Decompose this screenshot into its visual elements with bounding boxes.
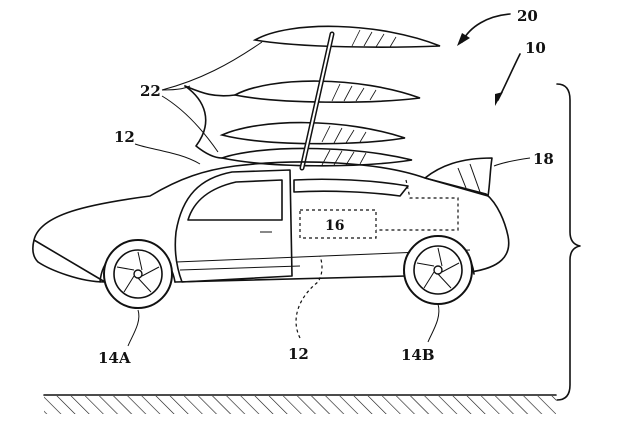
leader-lines <box>127 13 531 347</box>
label-component-box: 16 <box>325 218 344 234</box>
label-body-lower: 12 <box>288 345 309 363</box>
label-rear-wheel: 14B <box>401 346 435 364</box>
rear-spoiler <box>424 157 493 197</box>
label-system: 20 <box>517 7 538 25</box>
door-outline <box>174 169 293 283</box>
wing-linkage <box>184 85 236 97</box>
label-wing-housing: 18 <box>533 150 554 168</box>
side-window <box>187 179 283 221</box>
label-wing-assembly: 22 <box>140 82 161 100</box>
rear-window <box>293 178 409 197</box>
wing-assembly <box>184 25 441 171</box>
wing-upper-mid <box>232 80 421 103</box>
wing-bottom <box>218 147 413 167</box>
front-wheel <box>103 239 173 309</box>
component-box <box>299 209 377 239</box>
label-vehicle: 10 <box>525 39 546 57</box>
wing-top <box>252 25 441 48</box>
vehicle-bracket <box>556 83 581 401</box>
ground <box>43 394 557 414</box>
label-front-wheel: 14A <box>98 349 131 367</box>
rear-wheel <box>403 235 473 305</box>
label-body-upper: 12 <box>114 128 135 146</box>
wing-lower-mid <box>219 121 406 145</box>
